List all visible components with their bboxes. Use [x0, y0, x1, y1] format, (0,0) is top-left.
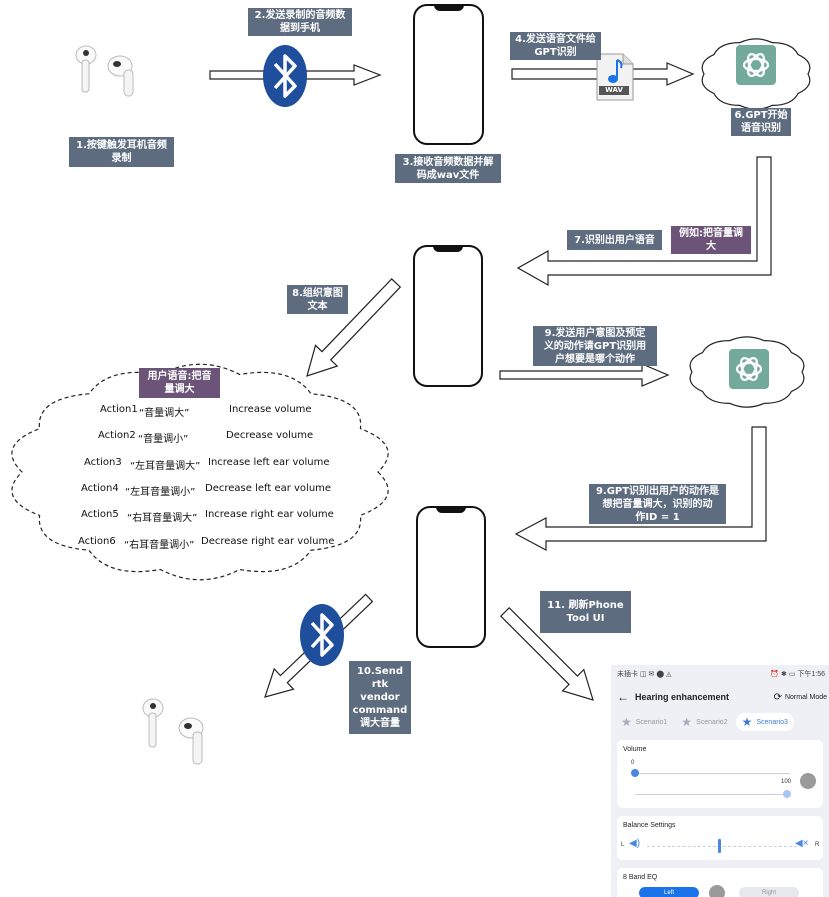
wav-file-label: WAV	[599, 86, 629, 95]
action-2-desc: Decrease volume	[226, 430, 314, 441]
action-1-desc: Increase volume	[229, 404, 312, 415]
volume-title: Volume	[623, 746, 647, 753]
back-arrow-icon[interactable]: ←	[617, 690, 629, 704]
volume-slider-track[interactable]	[635, 773, 790, 774]
step9a-label: 9.发送用户意图及预定 义的动作请GPT识别用 户想要是哪个动作	[533, 326, 657, 366]
step8-label: 8.组织意图 文本	[287, 285, 348, 314]
phone-icon-1	[413, 4, 484, 145]
action-4-phrase: “左耳音量调小”	[125, 487, 196, 498]
star-icon: ★	[621, 715, 632, 729]
status-right: ⏰ ✱ ▭ 下午1:56	[770, 671, 825, 678]
action-4-id: Action4	[81, 483, 119, 494]
eq-title: 8 Band EQ	[623, 874, 658, 881]
arrow-gpt-to-phone	[516, 156, 772, 287]
cloud-intent-actions	[11, 363, 389, 581]
volume-round-button[interactable]	[800, 773, 816, 789]
balance-knob[interactable]	[718, 839, 721, 853]
action-3-id: Action3	[84, 457, 122, 468]
volume-max-label: 100	[781, 779, 792, 785]
arrow-gpt-to-phone-2	[514, 426, 767, 551]
phone-notch	[433, 5, 464, 11]
action-6-phrase: “右耳音量调小”	[124, 540, 195, 551]
step9b-label: 9.GPT识别出用户的动作是 想把音量调大，识别的动 作ID = 1	[589, 484, 726, 524]
volume-sub-track	[635, 794, 790, 795]
eq-center-dot[interactable]	[709, 885, 725, 897]
app-header: ← Hearing enhancement ⟳ Normal Mode	[617, 689, 827, 705]
step7-label: 7.识别出用户语音	[567, 230, 662, 250]
status-left: 未插卡 ◫ ✉ ⬤ ◬	[617, 671, 672, 678]
speaker-icon: ◀)	[629, 838, 641, 849]
tab-label: Scenario2	[696, 718, 728, 726]
step11-label: 11. 刷新Phone Tool UI	[540, 591, 631, 633]
action-6-desc: Decrease right ear volume	[201, 536, 335, 547]
step1-label: 1.按键触发耳机音频 录制	[69, 137, 174, 167]
step3-label: 3.接收音频数据并解 码成wav文件	[395, 154, 501, 183]
phone-icon-3	[416, 506, 486, 648]
step4-label: 4.发送语音文件给 GPT识别	[510, 32, 601, 60]
mute-speaker-icon: ◀×	[795, 838, 809, 849]
eq-left-button[interactable]: Left	[639, 887, 699, 897]
volume-card: Volume 0 100	[617, 740, 823, 808]
action-5-phrase: “右耳音量调大”	[127, 513, 198, 524]
tab-scenario2[interactable]: ★Scenario2	[681, 715, 727, 729]
tab-label: Scenario1	[635, 718, 668, 726]
earbuds-icon-top	[68, 38, 148, 102]
refresh-icon: ⟳	[773, 691, 782, 703]
status-bar: 未插卡 ◫ ✉ ⬤ ◬ ⏰ ✱ ▭ 下午1:56	[617, 668, 825, 680]
arrow-phone-to-gpt-2	[499, 363, 670, 387]
phone-notch	[436, 507, 466, 513]
step2-label: 2.发送录制的音频数 据到手机	[248, 8, 352, 36]
hearing-app-screenshot: 未插卡 ◫ ✉ ⬤ ◬ ⏰ ✱ ▭ 下午1:56 ← Hearing enhan…	[611, 665, 829, 897]
tab-label: Scenario3	[756, 718, 788, 726]
step10-label: 10.Send rtk vendor command 调大音量	[349, 661, 411, 734]
star-icon: ★	[681, 715, 693, 729]
app-title: Hearing enhancement	[635, 692, 730, 702]
arrow-phone-to-intent	[306, 278, 402, 377]
phone-notch	[433, 246, 463, 252]
star-icon: ★	[741, 715, 753, 729]
step6-label: 6.GPT开始 语音识别	[731, 108, 791, 136]
action-2-id: Action2	[98, 430, 136, 441]
balance-title: Balance Settings	[623, 822, 676, 829]
earbuds-icon-bottom	[136, 692, 216, 771]
eq-card: 8 Band EQ Left Right	[617, 868, 823, 897]
example-label: 例如:把音量调 大	[671, 226, 751, 254]
action-6-id: Action6	[78, 536, 116, 547]
balance-right-label: R	[815, 842, 820, 848]
action-2-phrase: “音量调小”	[138, 434, 189, 445]
action-1-phrase: “音量调大”	[139, 408, 190, 419]
action-5-id: Action5	[81, 509, 119, 520]
action-4-desc: Decrease left ear volume	[205, 483, 332, 494]
balance-left-label: L	[621, 842, 625, 848]
mode-label: Normal Mode	[784, 693, 827, 701]
user-speech-label: 用户语音:把音 量调大	[139, 368, 220, 398]
action-5-desc: Increase right ear volume	[205, 509, 334, 520]
phone-icon-2	[413, 245, 483, 387]
tab-scenario1[interactable]: ★Scenario1	[621, 715, 667, 729]
action-3-phrase: “左耳音量调大”	[130, 461, 201, 472]
chatgpt-logo-icon-bottom	[729, 349, 769, 393]
chatgpt-logo-icon-top	[736, 45, 776, 89]
volume-sub-knob[interactable]	[783, 790, 791, 798]
arrow-phone-to-ui	[499, 606, 594, 701]
bluetooth-icon-bottom	[299, 603, 345, 671]
tab-scenario3[interactable]: ★Scenario3	[735, 713, 794, 731]
eq-right-button[interactable]: Right	[739, 887, 799, 897]
action-1-id: Action1	[100, 404, 138, 415]
volume-min-label: 0	[631, 760, 635, 766]
balance-track[interactable]	[647, 846, 797, 848]
balance-card: Balance Settings L ◀) ◀× R	[617, 816, 823, 860]
scenario-tabs: ★Scenario1 ★Scenario2 ★Scenario3	[621, 712, 829, 732]
action-3-desc: Increase left ear volume	[208, 457, 330, 468]
mode-toggle[interactable]: ⟳ Normal Mode	[774, 692, 827, 703]
volume-slider-knob[interactable]	[631, 769, 639, 777]
bluetooth-icon-top	[262, 44, 308, 112]
wav-file-icon: WAV	[595, 52, 635, 106]
